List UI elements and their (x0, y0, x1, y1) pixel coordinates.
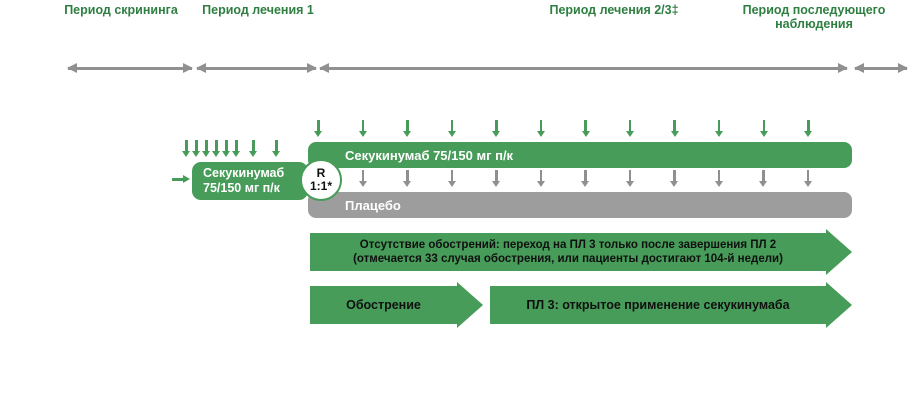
randomization-badge: R 1:1* (300, 159, 342, 201)
injection-arrow-secukinumab-arm (717, 120, 721, 131)
injection-arrow-placebo-arm (628, 170, 632, 181)
injection-arrow-initial (275, 140, 278, 151)
injection-arrow-initial (195, 140, 198, 151)
flare-label: Обострение (346, 298, 421, 312)
injection-arrow-secukinumab-arm (807, 120, 810, 131)
injection-arrow-placebo-arm (717, 170, 721, 181)
randomization-ratio: 1:1* (309, 179, 332, 193)
no-flare-line2: (отмечается 33 случая обострения, или па… (353, 253, 783, 265)
randomization-r: R (316, 166, 326, 180)
injection-arrow-initial (215, 140, 218, 151)
injection-arrow-placebo-arm (806, 170, 810, 181)
injection-arrow-placebo-arm (361, 170, 365, 181)
injection-arrow-secukinumab-arm (495, 120, 498, 131)
injection-arrow-secukinumab-arm (539, 120, 543, 131)
timeline-arrow-follow-up (855, 67, 907, 70)
injection-arrow-secukinumab-arm (317, 120, 320, 131)
timeline-arrow-treatment-1 (197, 67, 316, 70)
injection-arrow-secukinumab-arm (450, 120, 454, 131)
injection-arrow-placebo-arm (450, 170, 454, 181)
injection-arrow-secukinumab-arm (673, 120, 676, 131)
arm-bar-secukinumab: Секукинумаб 75/150 мг п/к (308, 142, 852, 168)
arrow-head-icon (826, 282, 852, 328)
injection-arrow-placebo-arm (762, 170, 765, 181)
arrow-head-icon (826, 229, 852, 275)
injection-arrow-placebo-arm (406, 170, 409, 181)
no-flare-line1: Отсутствие обострений: переход на ПЛ 3 т… (359, 238, 777, 251)
injection-arrow-placebo-arm (673, 170, 676, 181)
initial-treatment-box: Секукинумаб 75/150 мг п/к (192, 162, 308, 200)
injection-arrow-secukinumab-arm (628, 120, 632, 131)
period-label-screening: Период скрининга (64, 3, 178, 17)
injection-arrow-placebo-arm (539, 170, 543, 181)
injection-arrow-initial (225, 140, 228, 151)
injection-arrow-placebo-arm (495, 170, 498, 181)
entry-arrow-icon (172, 178, 183, 181)
injection-arrow-secukinumab-arm (361, 120, 365, 131)
injection-arrow-initial (205, 140, 208, 151)
period-label-treatment-2-3: Период лечения 2/3‡ (549, 3, 679, 17)
injection-arrow-secukinumab-arm (584, 120, 587, 131)
injection-arrow-initial (235, 140, 238, 151)
timeline-arrow-treatment-2-3 (320, 67, 847, 70)
arm-bar-secukinumab-label: Секукинумаб 75/150 мг п/к (345, 147, 514, 163)
injection-arrow-initial (252, 140, 255, 151)
injection-arrow-placebo-arm (584, 170, 587, 181)
open-label-label: ПЛ 3: открытое применение секукинумаба (526, 298, 790, 312)
arm-bar-placebo-label: Плацебо (345, 197, 401, 213)
period-label-follow-up: Период последующего наблюдения (742, 3, 886, 31)
no-flare-flow-arrow: Отсутствие обострений: переход на ПЛ 3 т… (310, 229, 852, 275)
injection-arrow-secukinumab-arm (762, 120, 765, 131)
flare-flow-arrow: Обострение (310, 282, 483, 328)
injection-arrow-secukinumab-arm (406, 120, 409, 131)
period-label-treatment-1: Период лечения 1 (202, 3, 314, 17)
arm-bar-placebo: Плацебо (308, 192, 852, 218)
timeline-arrow-screening (68, 67, 192, 70)
open-label-flow-arrow: ПЛ 3: открытое применение секукинумаба (490, 282, 852, 328)
arrow-head-icon (457, 282, 483, 328)
injection-arrow-initial (185, 140, 188, 151)
